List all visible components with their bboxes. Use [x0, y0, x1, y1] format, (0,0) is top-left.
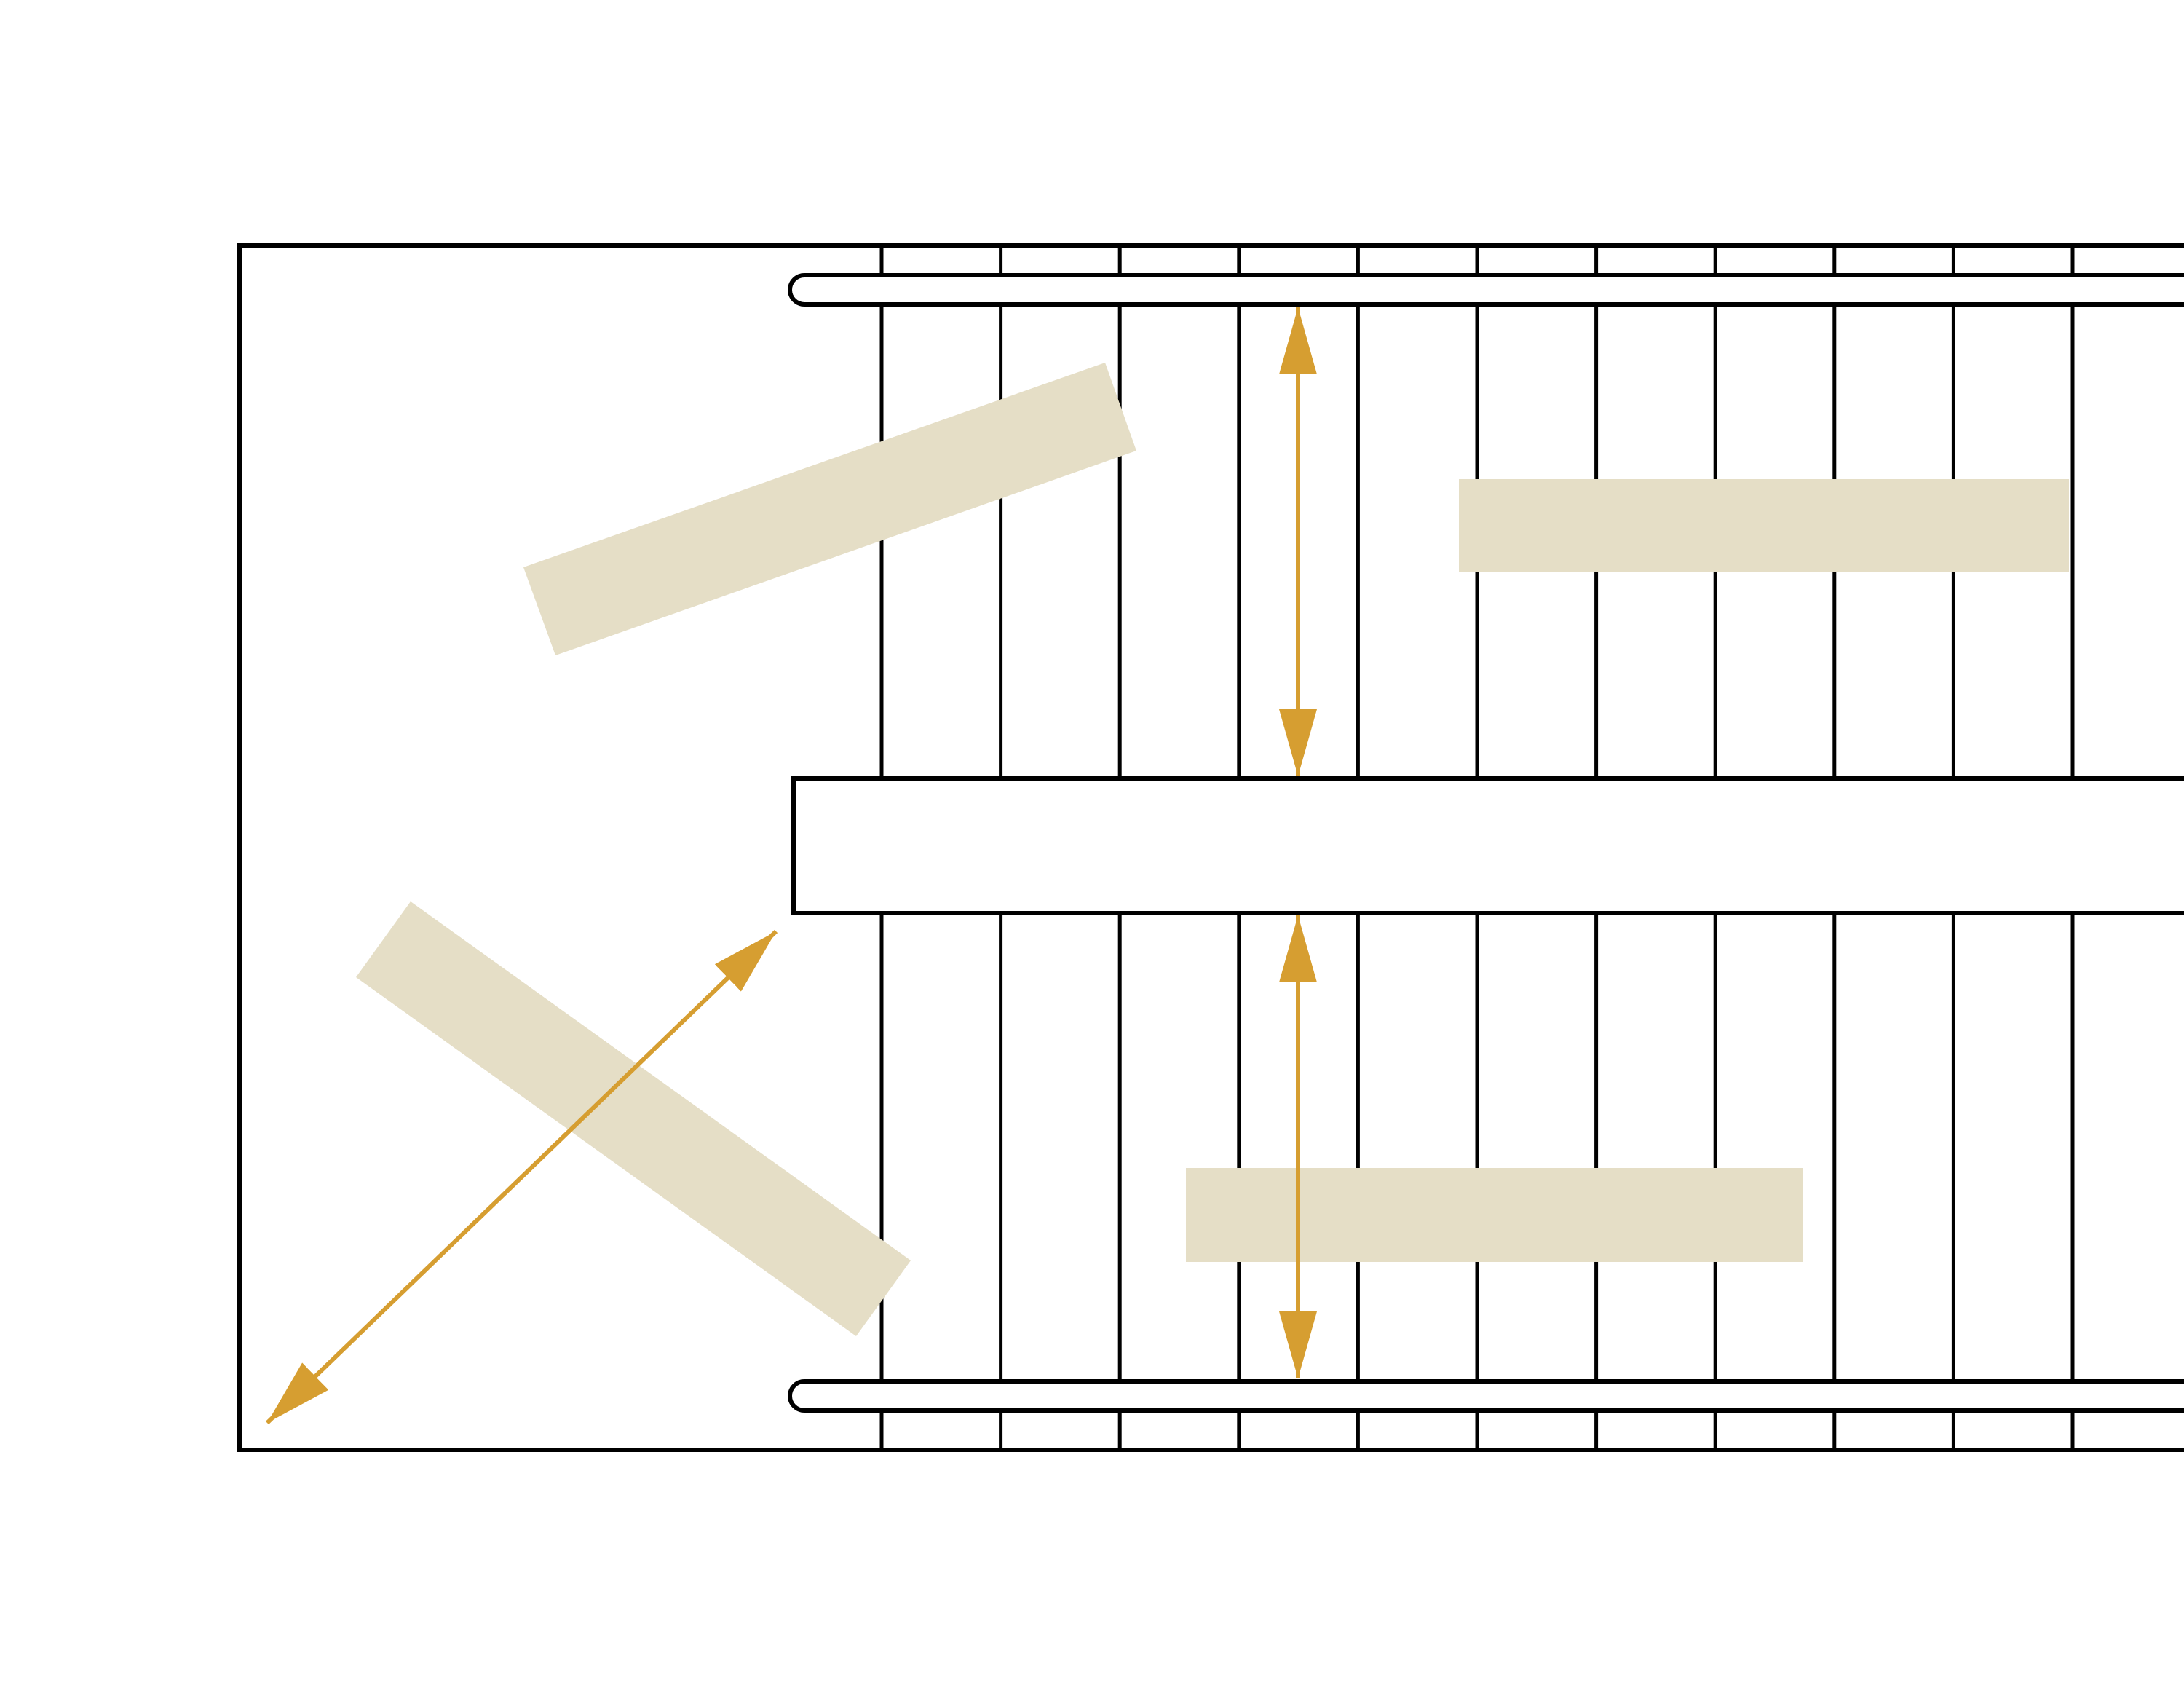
bottom-rail: [788, 1379, 2184, 1413]
item-horizontal-bottom: [1186, 1168, 1803, 1262]
middle-beam: [791, 776, 2184, 915]
arrow-diagonal: [265, 929, 778, 1425]
outer-frame: [237, 243, 2184, 1452]
item-angled-bottom: [356, 901, 911, 1336]
item-horizontal-top: [1459, 479, 2069, 572]
item-angled-top: [523, 363, 1136, 655]
top-rail: [788, 273, 2184, 307]
